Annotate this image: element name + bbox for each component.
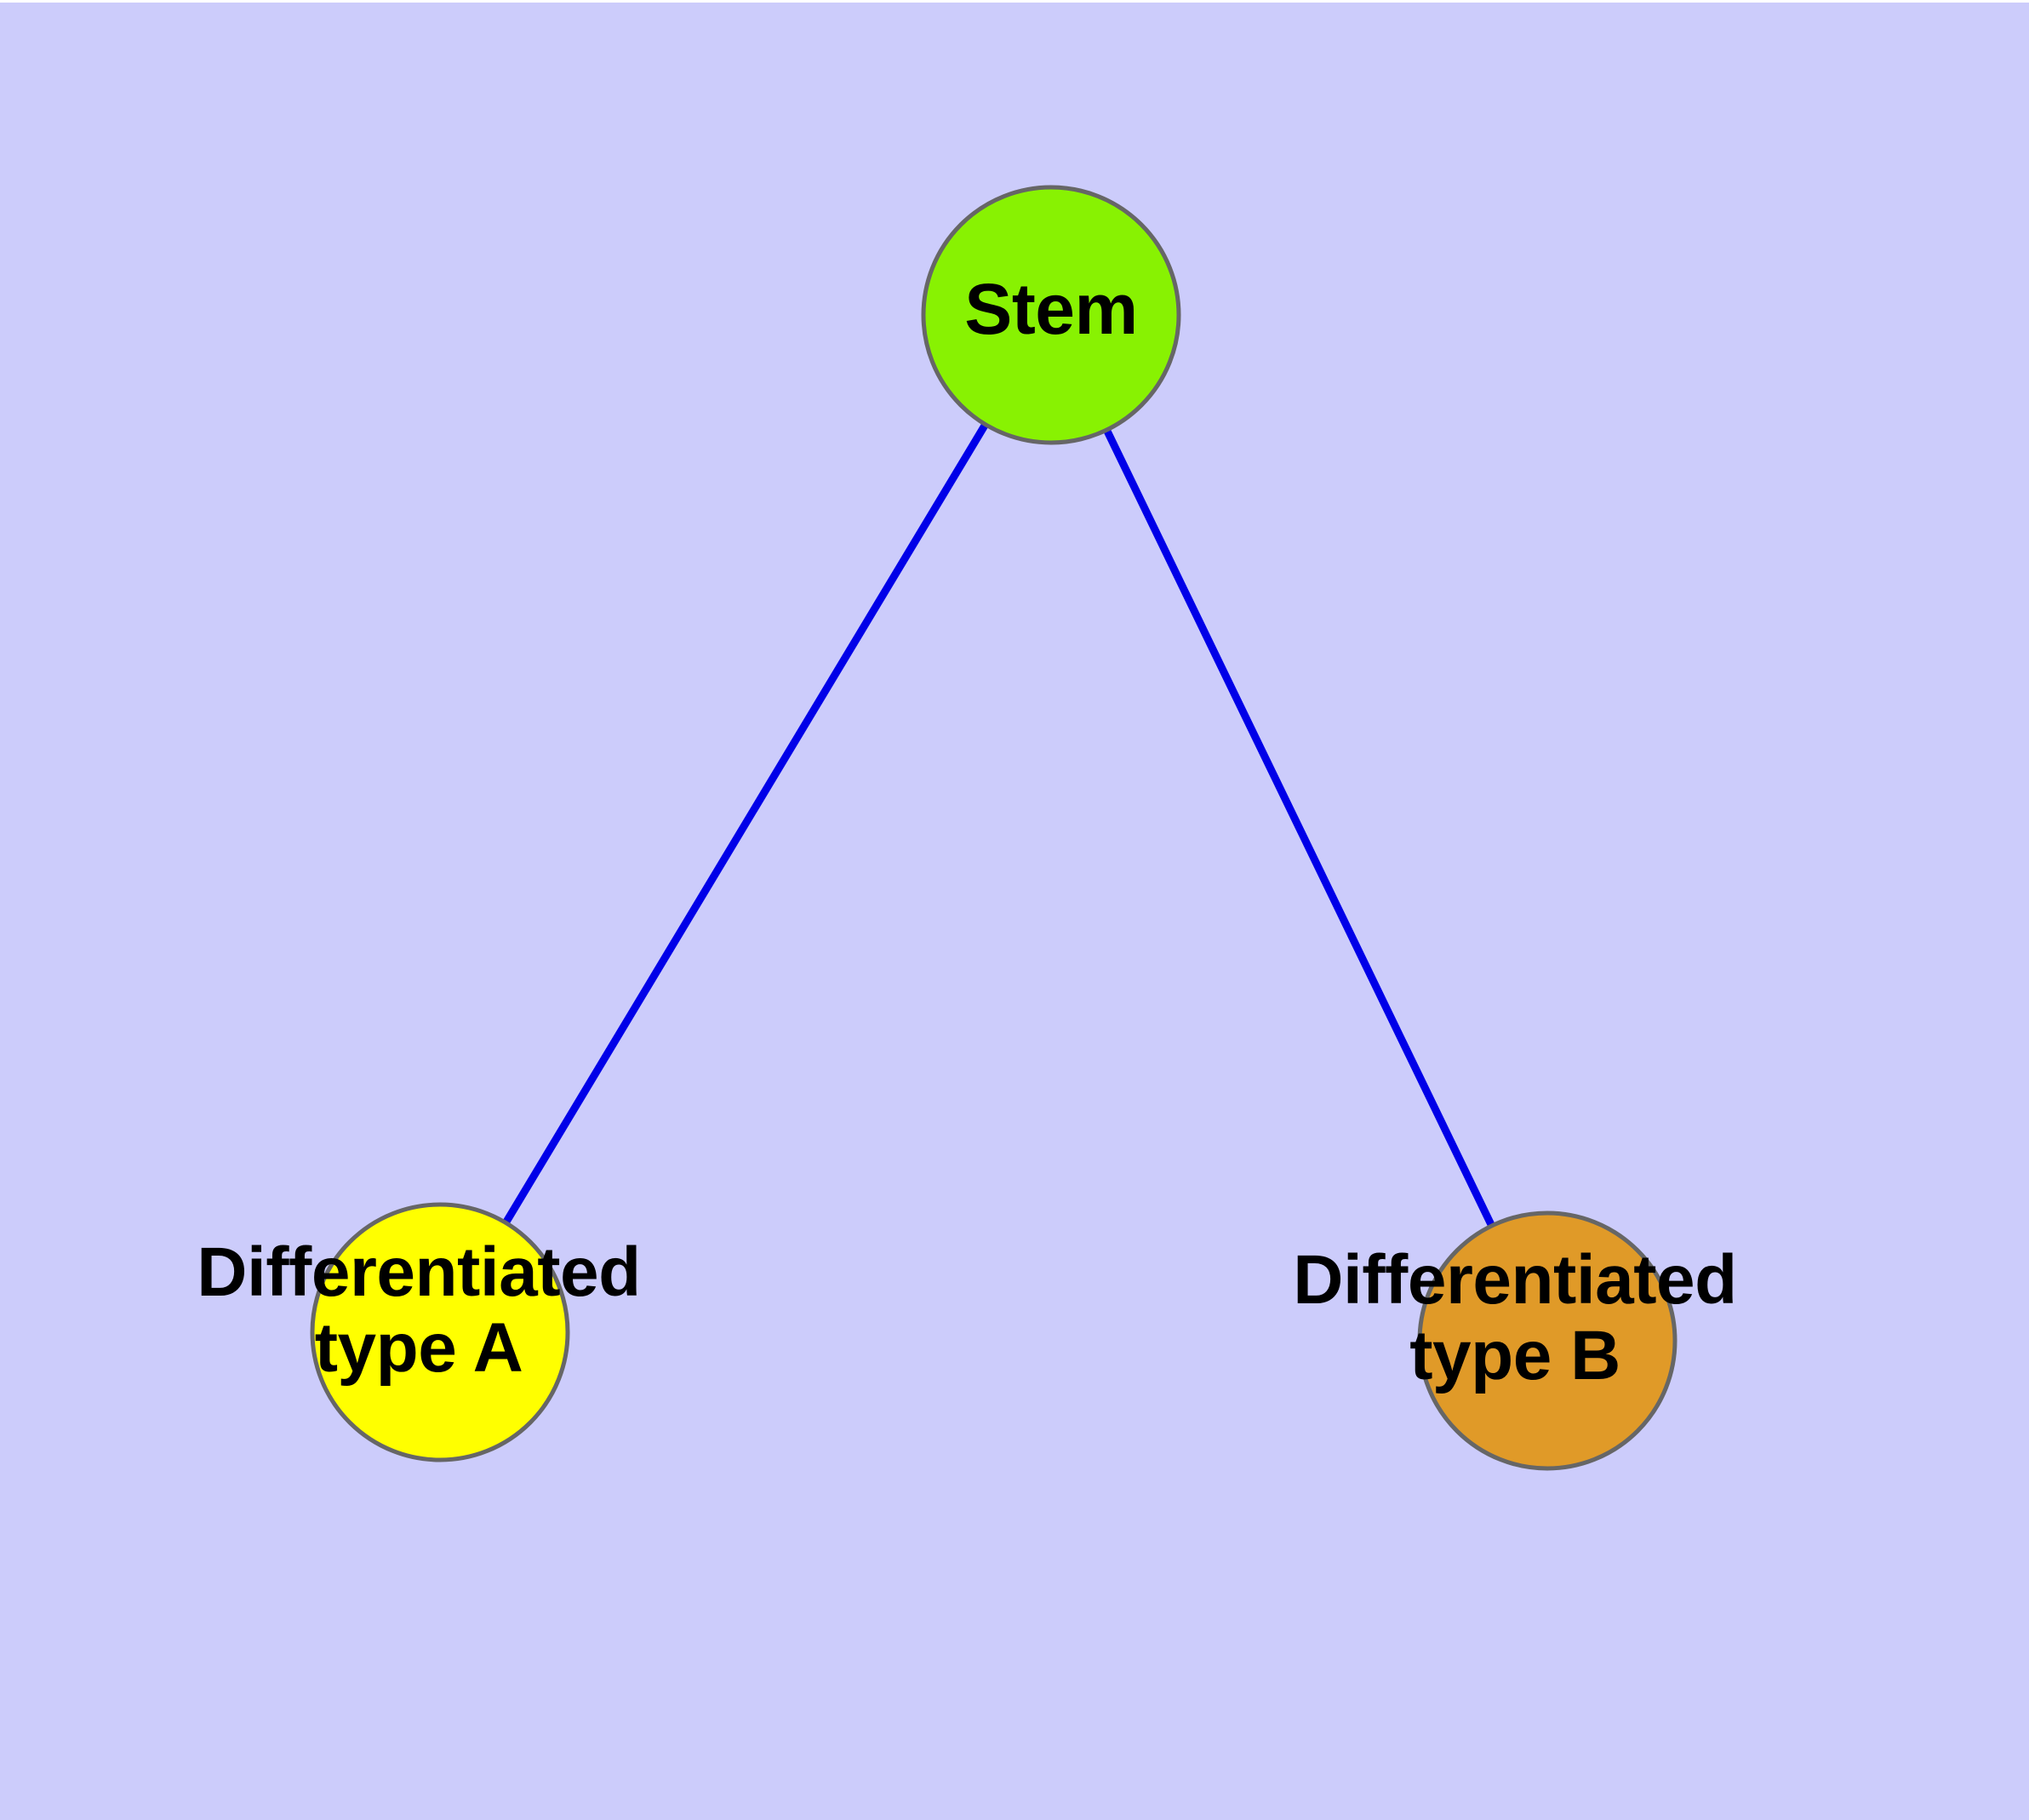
node-stem[interactable] xyxy=(921,185,1181,445)
node-differentiated-type-a[interactable] xyxy=(310,1202,570,1462)
edge-layer xyxy=(502,422,1495,1228)
node-differentiated-type-b[interactable] xyxy=(1417,1210,1677,1471)
node-layer xyxy=(310,185,1677,1471)
edge-stem-to-diff-a xyxy=(502,422,989,1225)
edge-stem-to-diff-b xyxy=(1103,428,1495,1228)
